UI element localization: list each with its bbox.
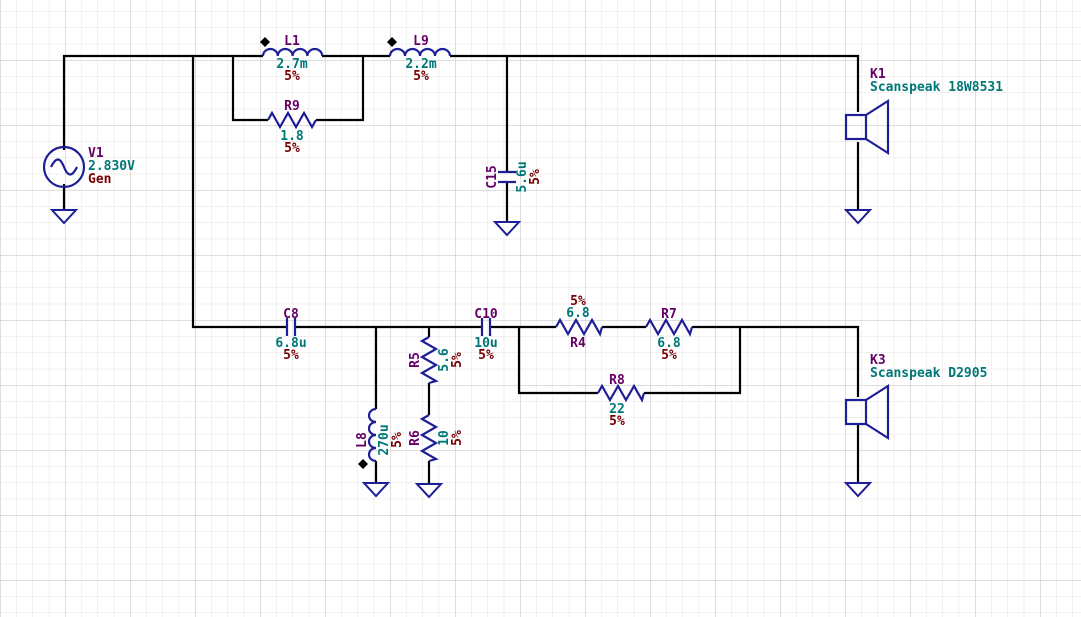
r4-ref: R4 bbox=[570, 336, 586, 351]
ground-icon-k1 bbox=[843, 209, 873, 225]
ground-icon-r6 bbox=[414, 483, 444, 499]
c15-capacitor-symbol[interactable] bbox=[498, 170, 516, 184]
r4-resistor-symbol[interactable] bbox=[555, 317, 604, 337]
r6-ref: R6 bbox=[408, 430, 423, 446]
v1-extra: Gen bbox=[88, 172, 111, 187]
l9-inductor-symbol[interactable] bbox=[388, 47, 452, 57]
k1-ref: K1 bbox=[870, 67, 886, 82]
r8-tol: 5% bbox=[609, 414, 625, 429]
l8-inductor-symbol[interactable] bbox=[367, 407, 377, 463]
l9-value: 2.2m bbox=[405, 57, 436, 72]
l8-tol: 5% bbox=[390, 432, 405, 448]
l9-phase-dot bbox=[387, 37, 397, 47]
r7-resistor-symbol[interactable] bbox=[645, 317, 694, 337]
r9-resistor-symbol[interactable] bbox=[267, 110, 317, 130]
c8-tol: 5% bbox=[283, 348, 299, 363]
v1-ref: V1 bbox=[88, 146, 104, 161]
labels: V1 2.830V Gen L1 2.7m 5% L9 2.2m 5% R9 1… bbox=[88, 34, 1003, 456]
ground-icon-k3 bbox=[843, 482, 873, 498]
wires bbox=[62, 54, 860, 484]
v1-source-symbol[interactable] bbox=[42, 145, 86, 189]
wire-r9-loop bbox=[231, 56, 365, 122]
l8-value: 270u bbox=[377, 424, 392, 455]
c8-value: 6.8u bbox=[275, 336, 306, 351]
r5-ref: R5 bbox=[408, 352, 423, 368]
c10-capacitor-symbol[interactable] bbox=[480, 318, 492, 336]
r6-tol: 5% bbox=[450, 430, 465, 446]
l9-ref: L9 bbox=[413, 34, 429, 49]
l8-phase-dot bbox=[358, 459, 368, 469]
wire-r7-k3 bbox=[692, 325, 860, 397]
r8-value: 22 bbox=[609, 402, 625, 417]
r4-value: 6.8 bbox=[566, 306, 590, 321]
wire-l9-k1 bbox=[450, 54, 860, 112]
r5-tol: 5% bbox=[450, 352, 465, 368]
r5-resistor-symbol[interactable] bbox=[419, 336, 439, 385]
r7-value: 6.8 bbox=[657, 336, 681, 351]
l8-ref: L8 bbox=[355, 432, 370, 448]
c15-tol: 5% bbox=[528, 169, 543, 185]
r7-ref: R7 bbox=[661, 307, 677, 322]
r4-tol: 5% bbox=[570, 294, 586, 309]
r7-tol: 5% bbox=[661, 348, 677, 363]
l1-tol: 5% bbox=[284, 69, 300, 84]
r5-value: 5.6 bbox=[437, 348, 452, 372]
l1-value: 2.7m bbox=[276, 57, 307, 72]
c10-tol: 5% bbox=[478, 348, 494, 363]
k3-ref: K3 bbox=[870, 353, 886, 368]
r6-value: 10 bbox=[437, 430, 452, 446]
ground-symbols bbox=[49, 209, 873, 499]
r9-tol: 5% bbox=[284, 141, 300, 156]
r8-ref: R8 bbox=[609, 373, 625, 388]
ground-icon-l8 bbox=[361, 482, 391, 498]
c8-ref: C8 bbox=[283, 307, 299, 322]
wire-v1-top bbox=[62, 54, 263, 150]
c10-ref: C10 bbox=[474, 307, 498, 322]
r9-ref: R9 bbox=[284, 99, 300, 114]
k3-speaker-symbol[interactable] bbox=[844, 383, 890, 441]
l1-inductor-symbol[interactable] bbox=[261, 47, 324, 57]
r6-resistor-symbol[interactable] bbox=[419, 414, 439, 463]
k1-speaker-symbol[interactable] bbox=[844, 98, 890, 156]
ground-icon-v1 bbox=[49, 209, 79, 225]
c15-value: 5.6u bbox=[515, 161, 530, 192]
ground-icon-c15 bbox=[492, 221, 522, 237]
c8-capacitor-symbol[interactable] bbox=[285, 318, 297, 336]
l1-phase-dot bbox=[260, 37, 270, 47]
r9-value: 1.8 bbox=[280, 129, 304, 144]
wire-r8-loop bbox=[517, 327, 742, 395]
k3-name: Scanspeak D2905 bbox=[870, 366, 987, 381]
c15-ref: C15 bbox=[485, 165, 500, 188]
c10-value: 10u bbox=[474, 336, 497, 351]
wire-drop bbox=[191, 56, 287, 329]
r8-resistor-symbol[interactable] bbox=[597, 383, 646, 403]
k1-name: Scanspeak 18W8531 bbox=[870, 80, 1003, 95]
l9-tol: 5% bbox=[413, 69, 429, 84]
l1-ref: L1 bbox=[284, 34, 300, 49]
v1-value: 2.830V bbox=[88, 159, 135, 174]
